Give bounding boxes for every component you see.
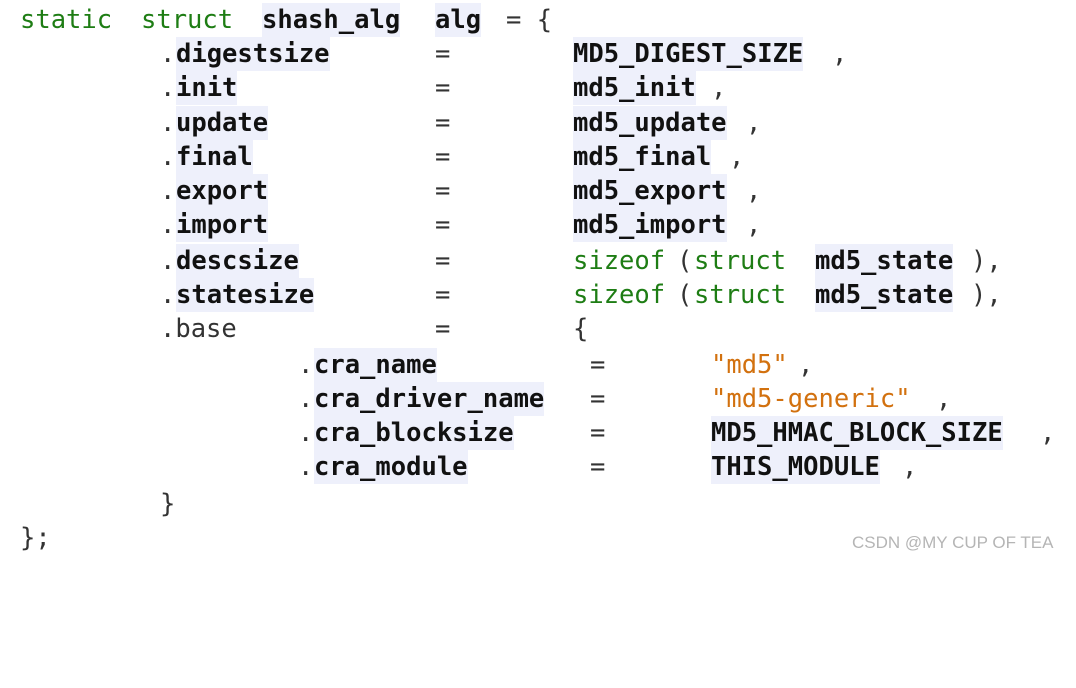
base-open-brace: { — [573, 314, 589, 344]
open-paren: ( — [677, 280, 693, 310]
field-comma: , — [936, 384, 952, 414]
code-snippet: static struct shash_alg alg = { . digest… — [0, 3, 1055, 555]
code-line-field: . init = md5_init , — [0, 71, 726, 105]
field-name: cra_driver_name — [314, 382, 545, 416]
code-line-field: . import = md5_import , — [0, 208, 761, 242]
field-comma: , — [798, 350, 814, 380]
variable-name: alg — [435, 3, 482, 37]
field-name: import — [176, 208, 269, 242]
watermark: CSDN @MY CUP OF TEA — [852, 533, 1054, 552]
field-name: update — [176, 106, 269, 140]
field-equals: = — [435, 73, 451, 103]
field-dot: . — [160, 142, 176, 172]
string-value: "md5" — [711, 350, 788, 380]
sizeof-type: md5_state — [815, 244, 954, 278]
keyword-struct: struct — [694, 246, 787, 276]
close-paren-comma: ), — [971, 246, 1002, 276]
assign-open-brace: = { — [506, 5, 553, 35]
field-dot: . — [160, 280, 176, 310]
field-name: init — [176, 71, 238, 105]
field-comma: , — [746, 210, 762, 240]
field-dot: . — [160, 210, 176, 240]
field-dot: . — [160, 176, 176, 206]
field-value: MD5_HMAC_BLOCK_SIZE — [711, 416, 1003, 450]
field-name: cra_name — [314, 348, 437, 382]
field-comma: , — [746, 108, 762, 138]
keyword-sizeof: sizeof — [573, 246, 666, 276]
field-value: md5_export — [573, 174, 727, 208]
open-paren: ( — [677, 246, 693, 276]
field-equals: = — [435, 280, 451, 310]
field-equals: = — [435, 108, 451, 138]
keyword-static: static — [20, 5, 113, 35]
field-comma: , — [746, 176, 762, 206]
field-equals: = — [590, 418, 606, 448]
code-line-struct-close: }; — [0, 521, 61, 555]
field-value: md5_update — [573, 106, 727, 140]
field-comma: , — [729, 142, 745, 172]
sizeof-type: md5_state — [815, 278, 954, 312]
code-line-base-field: . cra_blocksize = MD5_HMAC_BLOCK_SIZE , — [0, 416, 1055, 450]
code-line-field: . final = md5_final , — [0, 140, 744, 174]
field-name: descsize — [176, 244, 299, 278]
field-value: md5_init — [573, 71, 696, 105]
field-name: cra_module — [314, 450, 468, 484]
field-dot: . — [298, 384, 314, 414]
keyword-struct: struct — [141, 5, 234, 35]
keyword-sizeof: sizeof — [573, 280, 666, 310]
code-line-sizeof-field: . descsize = sizeof ( struct md5_state )… — [0, 244, 1002, 278]
field-equals: = — [590, 350, 606, 380]
field-comma: , — [711, 73, 727, 103]
field-name: export — [176, 174, 269, 208]
type-name: shash_alg — [262, 3, 401, 37]
field-name: digestsize — [176, 37, 330, 71]
field-dot: . — [160, 73, 176, 103]
field-dot: . — [298, 418, 314, 448]
field-dot: . — [298, 350, 314, 380]
field-value: MD5_DIGEST_SIZE — [573, 37, 804, 71]
base-close-brace: } — [160, 489, 176, 519]
code-line-base-close: } — [0, 487, 175, 521]
close-paren-comma: ), — [971, 280, 1002, 310]
field-equals: = — [435, 246, 451, 276]
code-line-field: . export = md5_export , — [0, 174, 761, 208]
field-equals: = — [435, 210, 451, 240]
field-value: THIS_MODULE — [711, 450, 880, 484]
field-name: statesize — [176, 278, 315, 312]
code-line-base: .base = { — [0, 312, 588, 346]
struct-close-brace: }; — [20, 523, 51, 553]
field-equals: = — [435, 39, 451, 69]
field-dot: . — [160, 246, 176, 276]
field-comma: , — [1040, 418, 1056, 448]
code-line-base-field: . cra_module = THIS_MODULE , — [0, 450, 917, 484]
field-equals: = — [435, 142, 451, 172]
field-equals: = — [435, 314, 451, 344]
code-line-struct-decl: static struct shash_alg alg = { — [0, 3, 552, 37]
keyword-struct: struct — [694, 280, 787, 310]
field-value: md5_import — [573, 208, 727, 242]
field-equals: = — [590, 452, 606, 482]
field-name: final — [176, 140, 253, 174]
field-dot: . — [160, 39, 176, 69]
base-field-name: .base — [160, 314, 237, 344]
code-line-base-field: . cra_name = "md5" , — [0, 348, 813, 382]
field-comma: , — [902, 452, 918, 482]
string-value: "md5-generic" — [711, 384, 911, 414]
field-comma: , — [832, 39, 848, 69]
field-value: md5_final — [573, 140, 712, 174]
code-line-field: . digestsize = MD5_DIGEST_SIZE , — [0, 37, 847, 71]
field-equals: = — [590, 384, 606, 414]
code-line-field: . update = md5_update , — [0, 106, 761, 140]
field-dot: . — [160, 108, 176, 138]
field-equals: = — [435, 176, 451, 206]
field-dot: . — [298, 452, 314, 482]
code-line-base-field: . cra_driver_name = "md5-generic" , — [0, 382, 951, 416]
field-name: cra_blocksize — [314, 416, 514, 450]
code-line-sizeof-field: . statesize = sizeof ( struct md5_state … — [0, 278, 1002, 312]
